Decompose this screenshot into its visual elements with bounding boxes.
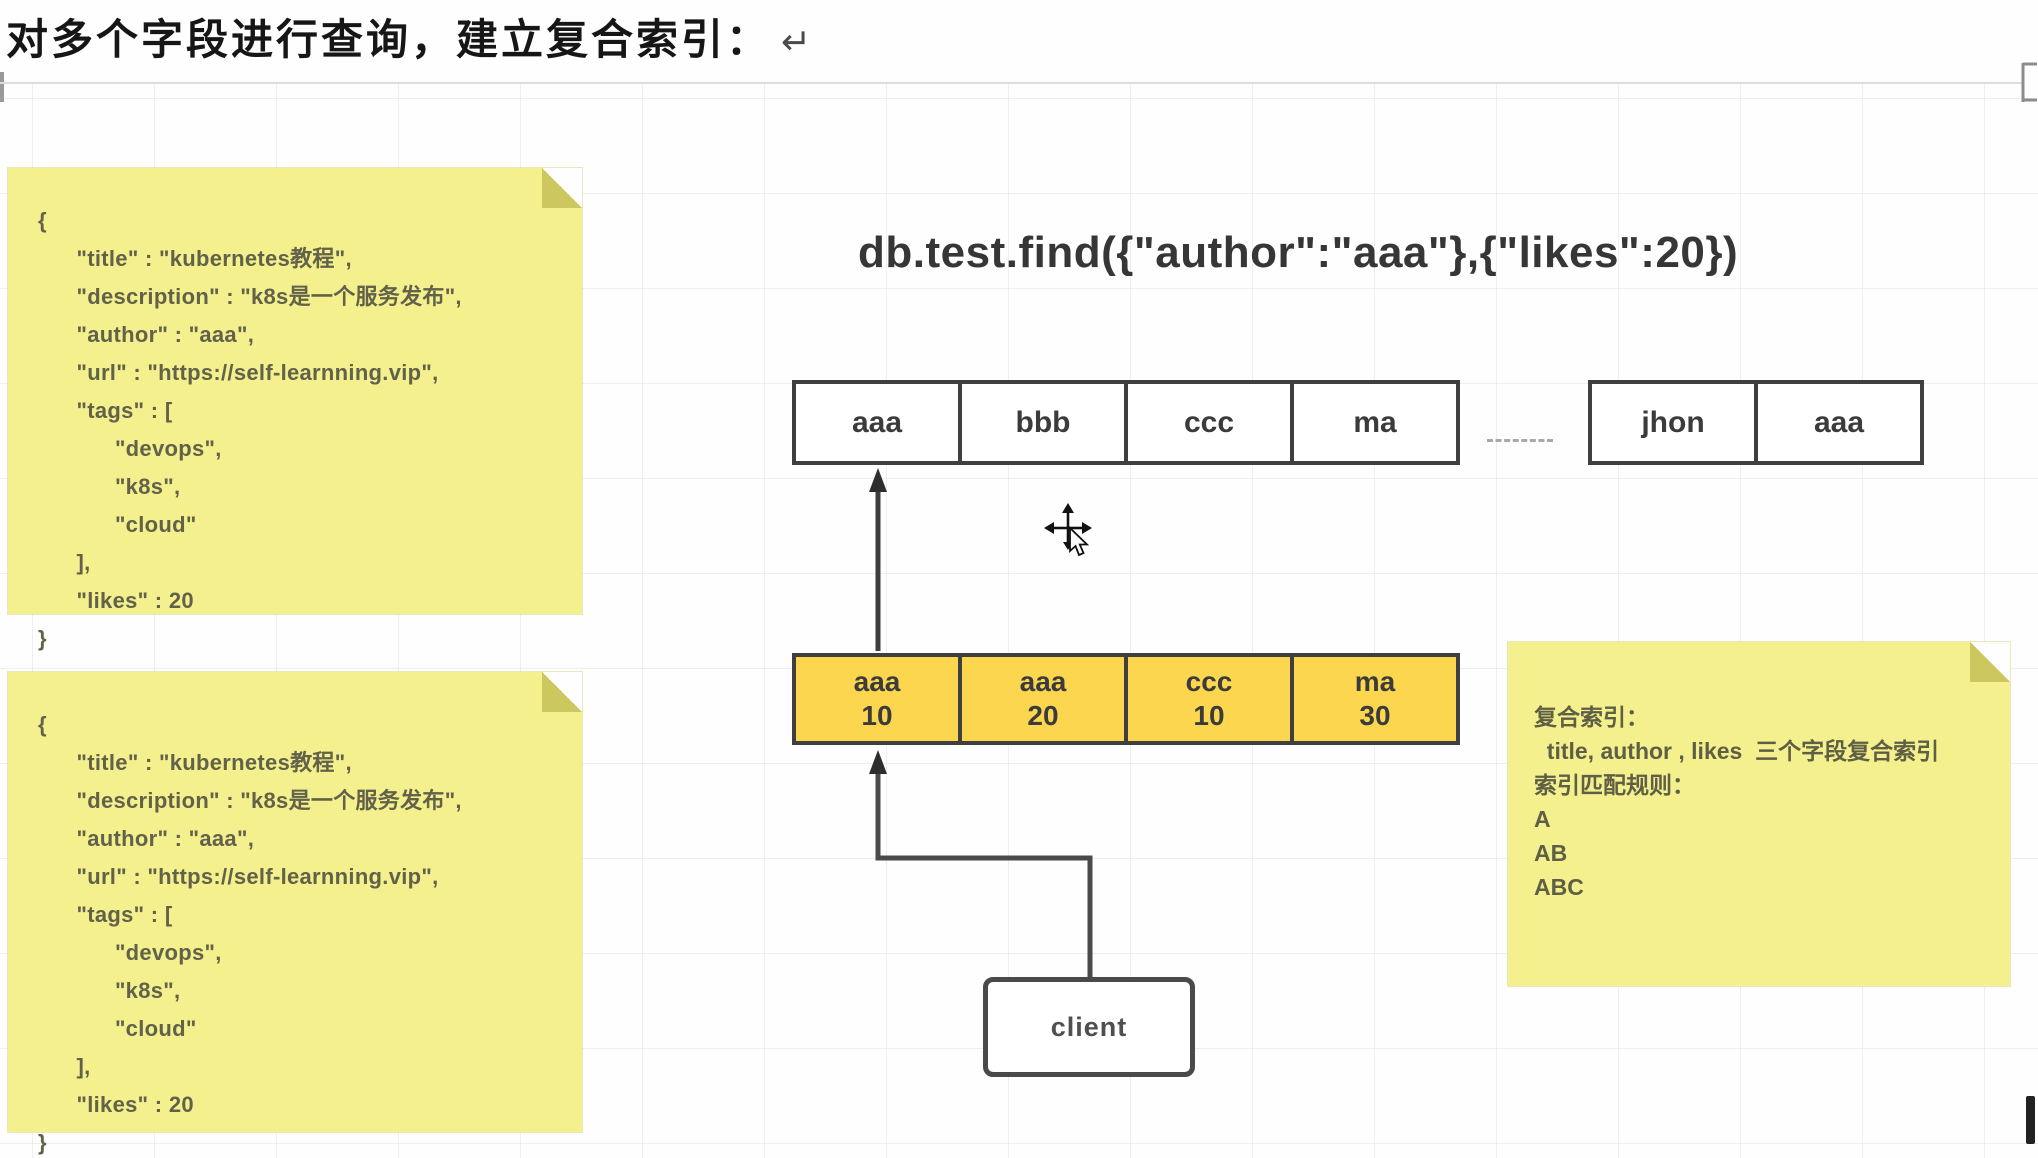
index-cell[interactable]: jhon	[1588, 380, 1758, 465]
compound-index-cell[interactable]: aaa 20	[958, 653, 1128, 745]
index-cell[interactable]: ma	[1290, 380, 1460, 465]
ellipsis-dashes	[1487, 439, 1553, 442]
note-fold-corner-icon	[542, 168, 582, 208]
compound-index-cell[interactable]: aaa 10	[792, 653, 962, 745]
note-fold-corner-icon	[1970, 642, 2010, 682]
index-cell[interactable]: bbb	[958, 380, 1128, 465]
compound-cell-value: 30	[1359, 700, 1391, 731]
page-title: 对多个字段进行查询，建立复合索引：↵	[6, 6, 814, 67]
compound-index-cell[interactable]: ccc 10	[1124, 653, 1294, 745]
sticky-note-index-rules[interactable]: 复合索引： title, author , likes 三个字段复合索引 索引匹…	[1508, 642, 2010, 986]
index-cell[interactable]: aaa	[1754, 380, 1924, 465]
sticky-note-document-2[interactable]: { "title" : "kubernetes教程", "description…	[8, 672, 582, 1155]
index-cell[interactable]: aaa	[792, 380, 962, 465]
sticky-note-document-1[interactable]: { "title" : "kubernetes教程", "description…	[8, 168, 582, 651]
query-expression: db.test.find({"author":"aaa"},{"likes":2…	[858, 228, 1739, 277]
index-entry-row-right: jhon aaa	[1588, 380, 1924, 465]
compound-cell-key: aaa	[853, 666, 901, 698]
compound-index-cell[interactable]: ma 30	[1290, 653, 1460, 745]
client-box-label: client	[1050, 1011, 1128, 1042]
compound-cell-key: ma	[1354, 666, 1396, 698]
compound-index-row: aaa 10 aaa 20 ccc 10 ma 30	[792, 653, 1460, 745]
note-fold-corner-icon	[542, 672, 582, 712]
return-mark-icon: ↵	[781, 21, 815, 62]
index-entry-row-left: aaa bbb ccc ma	[792, 380, 1460, 465]
page-title-text: 对多个字段进行查询，建立复合索引：	[6, 16, 772, 63]
margin-tick-left	[0, 72, 4, 102]
compound-cell-key: ccc	[1185, 666, 1233, 698]
compound-cell-key: aaa	[1019, 666, 1067, 698]
client-box[interactable]: client	[983, 977, 1195, 1077]
index-cell[interactable]: ccc	[1124, 380, 1294, 465]
json-document-text: { "title" : "kubernetes教程", "description…	[38, 712, 462, 1155]
compound-cell-value: 20	[1027, 700, 1059, 731]
json-document-text: { "title" : "kubernetes教程", "description…	[38, 208, 462, 651]
divider-line	[0, 82, 2024, 84]
compound-cell-value: 10	[861, 700, 893, 731]
index-rules-text: 复合索引： title, author , likes 三个字段复合索引 索引匹…	[1534, 704, 1940, 900]
compound-cell-value: 10	[1193, 700, 1225, 731]
